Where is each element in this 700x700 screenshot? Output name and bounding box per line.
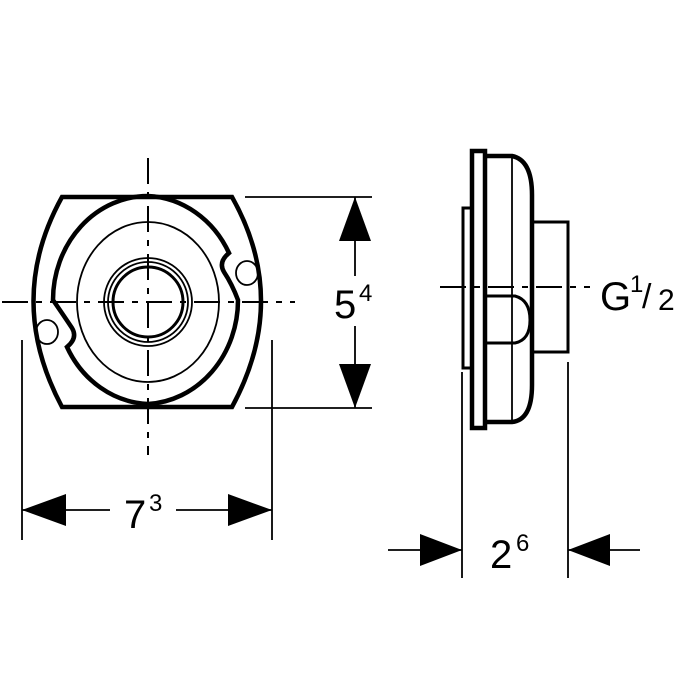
height-dimension-value: 5 bbox=[334, 283, 356, 327]
depth-dimension-value: 2 bbox=[490, 533, 512, 577]
threaded-hub bbox=[530, 220, 570, 354]
arrow-left-icon bbox=[22, 494, 66, 526]
thread-label-prefix: G bbox=[600, 275, 631, 319]
side-view bbox=[388, 148, 640, 578]
depth-dimension-superscript: 6 bbox=[516, 530, 529, 557]
arrow-down-icon bbox=[339, 364, 371, 408]
thread-label-slash: / bbox=[642, 278, 652, 316]
width-dimension-value: 7 bbox=[124, 493, 146, 537]
height-dimension-superscript: 4 bbox=[359, 280, 372, 307]
thread-label-numerator: 1 bbox=[630, 271, 643, 298]
flange-outline bbox=[50, 193, 241, 407]
screw-hole-left bbox=[35, 319, 59, 345]
mounting-plate-outline bbox=[31, 194, 264, 410]
screw-hole-right bbox=[235, 260, 259, 286]
arrow-right-icon bbox=[420, 534, 462, 566]
rosette-bump bbox=[486, 294, 532, 345]
front-view bbox=[2, 158, 372, 540]
front-flange bbox=[469, 148, 488, 431]
arrow-right-icon bbox=[228, 494, 272, 526]
thread-label-denominator: 2 bbox=[658, 284, 675, 317]
width-dimension-superscript: 3 bbox=[149, 490, 162, 517]
arrow-left-icon bbox=[568, 534, 610, 566]
rosette-body bbox=[485, 153, 535, 425]
arrow-up-icon bbox=[339, 197, 371, 241]
